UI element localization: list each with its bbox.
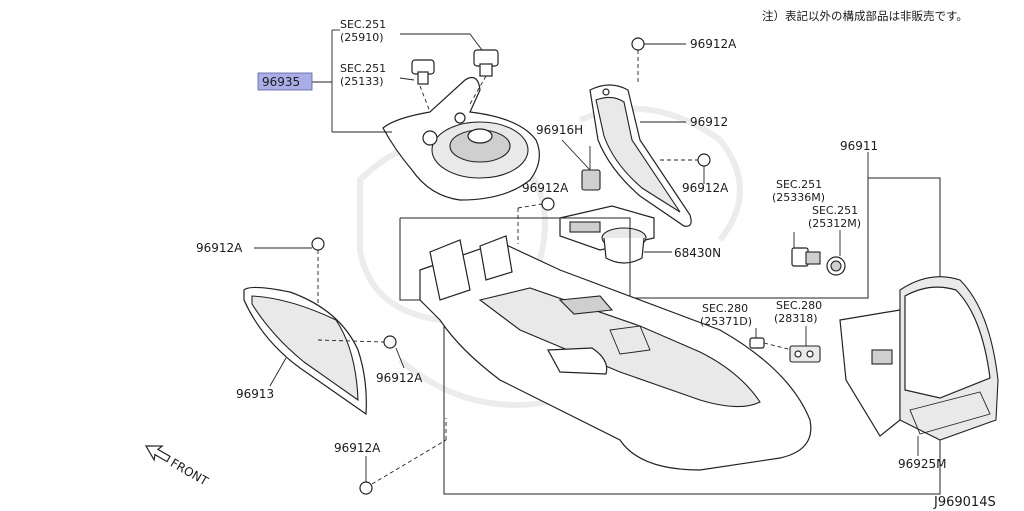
sec-280-ref-6: (28318)	[774, 312, 818, 325]
part-96912A-mid-label[interactable]: 96912A	[522, 181, 569, 195]
sec-251-label-4: SEC.251	[812, 204, 858, 217]
console-body-96911	[419, 235, 812, 471]
switch-25312M	[826, 256, 846, 276]
side-finisher-96912	[589, 84, 692, 227]
part-96912-label[interactable]: 96912	[690, 115, 728, 129]
front-arrow-icon	[144, 445, 171, 463]
screw-bottom	[359, 418, 447, 495]
part-96912A-bottom-label[interactable]: 96912A	[334, 441, 381, 455]
sec-251-ref-2: (25133)	[340, 75, 384, 88]
part-96912A-lower-label[interactable]: 96912A	[376, 371, 423, 385]
screw-mid	[517, 197, 555, 244]
front-direction-indicator: FRONT	[144, 445, 211, 489]
shifter-finisher	[382, 77, 540, 201]
part-96911-label[interactable]: 96911	[840, 139, 878, 153]
part-96935-label[interactable]: 96935	[262, 75, 300, 89]
top-clips	[411, 49, 499, 85]
side-cover-96913	[243, 286, 367, 416]
front-label: FRONT	[168, 456, 211, 489]
screw-lower	[317, 335, 397, 349]
sec-280-label-6: SEC.280	[776, 299, 822, 312]
note-text: 注）表記以外の構成部品は非販売です。	[762, 9, 968, 23]
screw-top	[631, 37, 645, 84]
part-96912A-left-label[interactable]: 96912A	[196, 241, 243, 255]
part-96912A-right-label[interactable]: 96912A	[682, 181, 729, 195]
part-96912A-top-label[interactable]: 96912A	[690, 37, 737, 51]
switch-25336M	[791, 247, 821, 267]
part-96916H-label[interactable]: 96916H	[536, 123, 583, 137]
sec-280-ref-5: (25371D)	[700, 315, 752, 328]
part-28318	[789, 345, 821, 363]
sec-251-label-3: SEC.251	[776, 178, 822, 191]
sec-251-label-1: SEC.251	[340, 18, 386, 31]
cup-holder-68430N	[559, 205, 655, 264]
screw-right	[660, 153, 711, 167]
part-96925M-label[interactable]: 96925M	[898, 457, 947, 471]
bracket-96916H	[581, 146, 601, 191]
sec-251-ref-3: (25336M)	[772, 191, 825, 204]
sec-251-label-2: SEC.251	[340, 62, 386, 75]
highlight-badge[interactable]	[257, 72, 313, 91]
rear-housing-96925M	[839, 276, 999, 441]
part-68430N-label[interactable]: 68430N	[674, 246, 721, 260]
sec-280-label-5: SEC.280	[702, 302, 748, 315]
part-96913-label[interactable]: 96913	[236, 387, 274, 401]
sec-251-ref-1: (25910)	[340, 31, 384, 44]
sec-251-ref-4: (25312M)	[808, 217, 861, 230]
diagram-code: J969014S	[933, 495, 996, 510]
